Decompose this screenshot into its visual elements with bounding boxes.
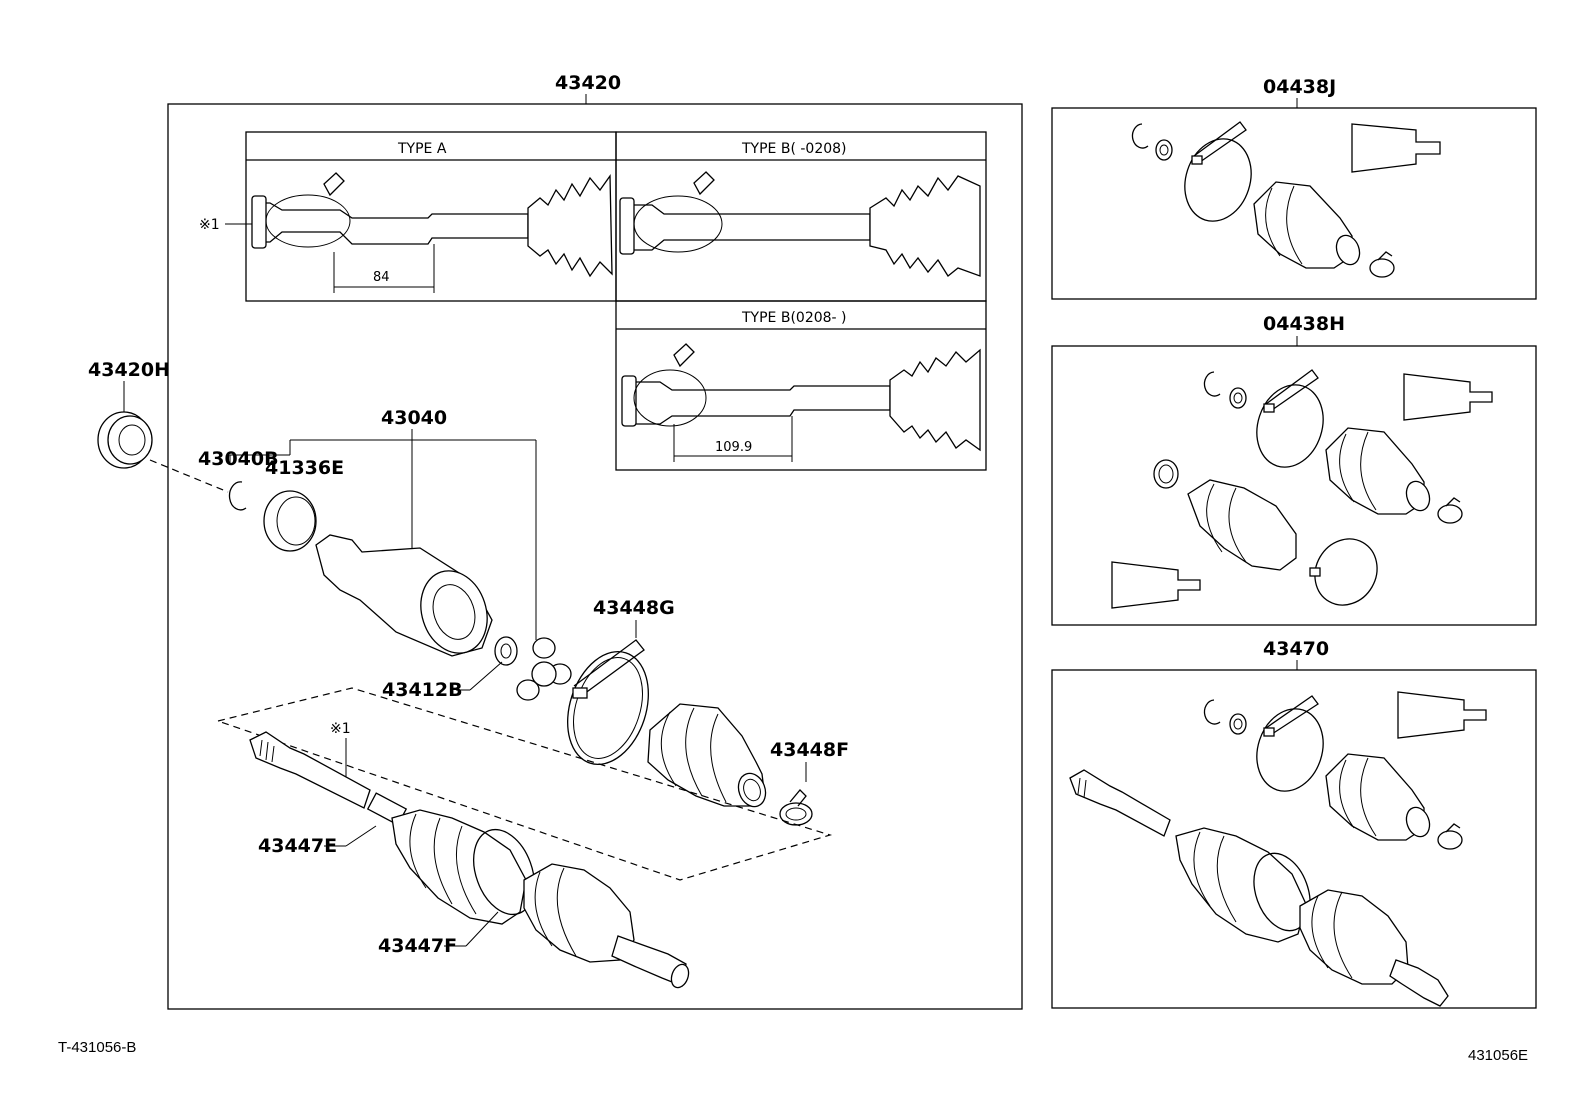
label-43470: 43470 [1263, 638, 1329, 660]
dimension-109-9: 109.9 [715, 440, 752, 455]
type-b-early-panel: TYPE B( -0208) [615, 131, 987, 302]
tripod-joint [516, 637, 572, 701]
kit-04438j-group: 04438J [1051, 76, 1537, 300]
seal-41336e [263, 490, 317, 552]
label-43420: 43420 [555, 72, 621, 94]
clamp-band-43448g [567, 650, 649, 766]
type-a-panel: TYPE A ※1 84 [199, 131, 617, 302]
bearing-43420h-group: 43420H [88, 359, 229, 493]
label-43447e: 43447E [258, 835, 337, 857]
footer-right-code: 431056E [1468, 1047, 1528, 1064]
kit-04438h-group: 04438H [1051, 313, 1537, 626]
ref-mark-shaft: ※1 [330, 721, 351, 737]
kit-04438h-frame [1051, 345, 1537, 626]
shaft-outer-joint: ※1 43447E 43447F [249, 721, 690, 989]
label-43448f: 43448F [770, 739, 849, 761]
clamp-43448f-group: 43448F [770, 739, 849, 826]
type-b-early-title: TYPE B( -0208) [741, 141, 847, 157]
label-43420h: 43420H [88, 359, 170, 381]
footer-left-code: T-431056-B [58, 1039, 136, 1056]
snap-ring-43040b [228, 481, 247, 511]
label-43447f: 43447F [378, 935, 457, 957]
kit-04438j-frame [1051, 107, 1537, 300]
boot-inner [647, 703, 767, 808]
label-43040: 43040 [381, 407, 447, 429]
label-04438h: 04438H [1263, 313, 1345, 335]
clamp-43448g-group: 43448G [567, 597, 675, 766]
assembly-43420-group: 43420 TYPE A ※1 84 T [88, 72, 1023, 1010]
label-43448g: 43448G [593, 597, 675, 619]
kit-43470-frame [1051, 669, 1537, 1009]
label-43412b: 43412B [382, 679, 463, 701]
dimension-84: 84 [373, 270, 390, 285]
sub-assembly-outline [215, 687, 833, 881]
inner-joint-43040-group: 43040 43040B 41336E 43412B [198, 407, 572, 701]
kit-43470-group: 43470 [1051, 638, 1537, 1009]
ref-mark-type-a: ※1 [199, 217, 220, 233]
ring-43412b [494, 636, 518, 666]
assembly-43420-frame [167, 103, 1023, 1010]
label-43040b: 43040B [198, 448, 279, 470]
type-a-title: TYPE A [397, 141, 447, 157]
type-b-late-panel: TYPE B(0208- ) 109.9 [615, 300, 987, 471]
type-b-late-title: TYPE B(0208- ) [741, 310, 847, 326]
label-04438j: 04438J [1263, 76, 1336, 98]
label-41336e: 41336E [265, 457, 344, 479]
